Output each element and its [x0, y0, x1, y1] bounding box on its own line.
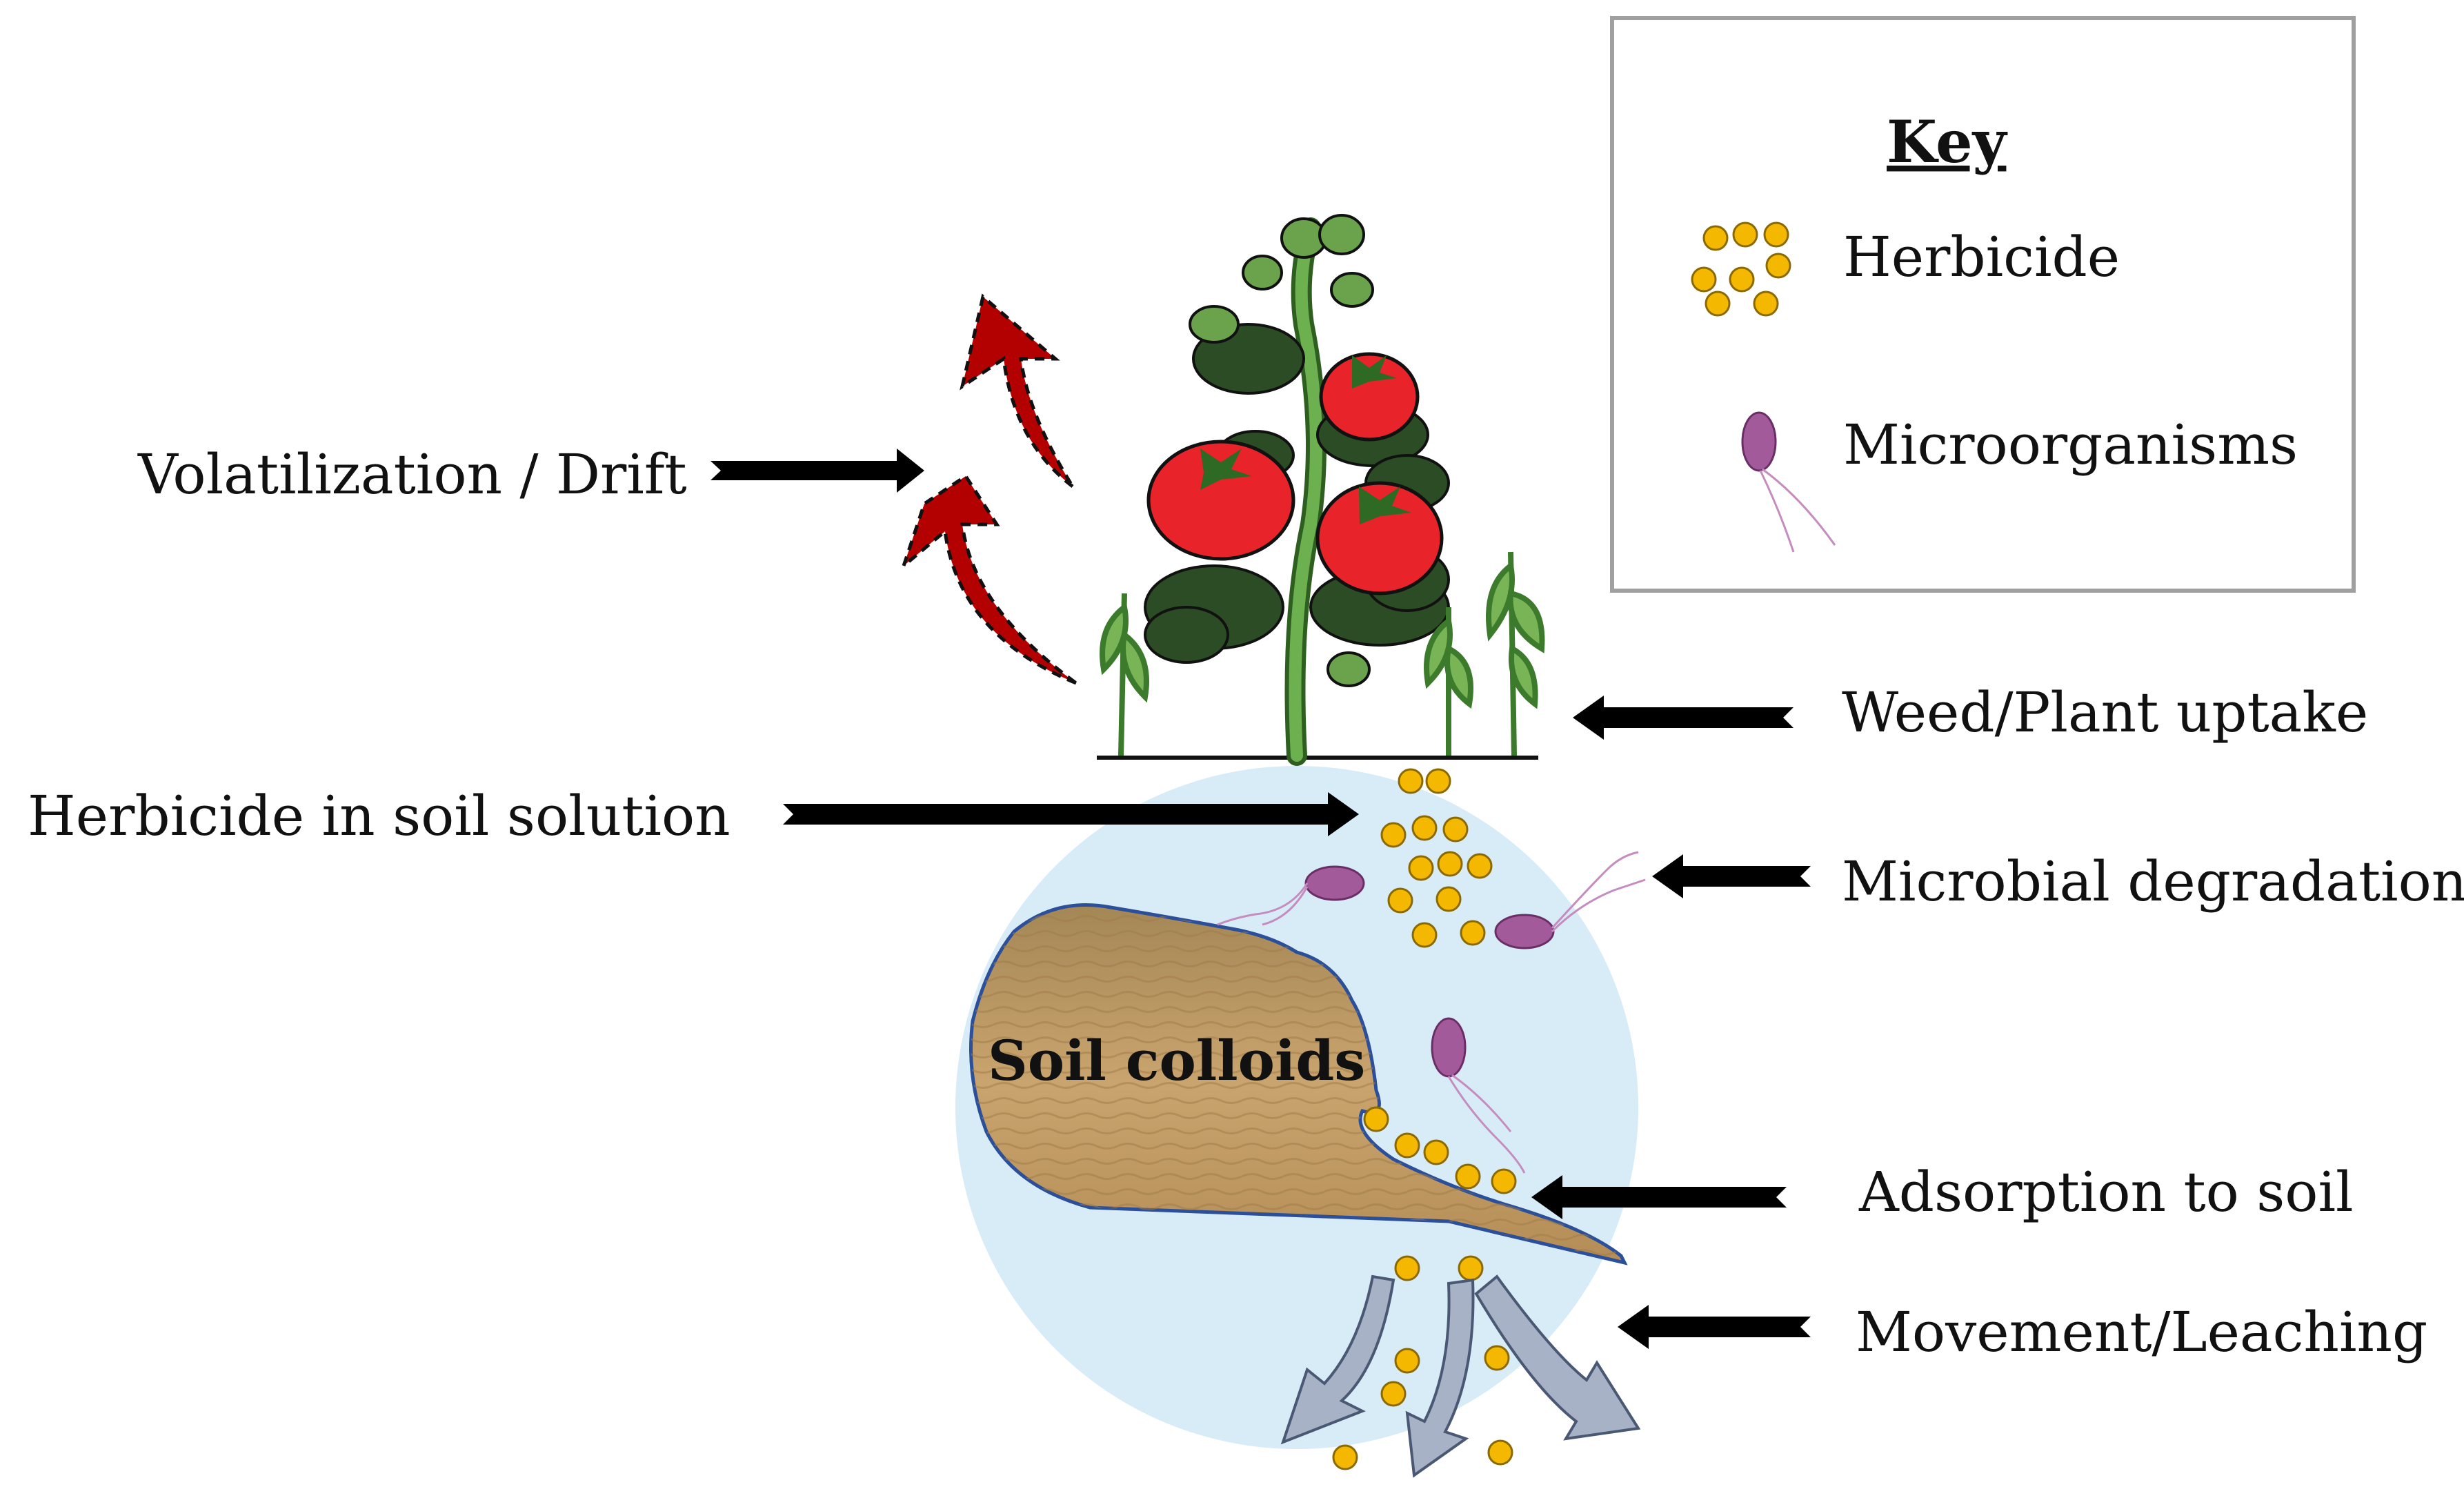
key-herbicide-icon	[1691, 221, 1791, 317]
herbicide-dots-adsorbed	[1363, 1106, 1517, 1194]
leaching-label: Movement/Leaching	[1856, 1300, 2427, 1364]
leaching-arrows	[1280, 1274, 1641, 1478]
key-microorganisms-label: Microorganisms	[1843, 413, 2298, 477]
weed-seedling-icon	[1100, 551, 1545, 756]
microorganism-icons	[1217, 851, 1646, 1174]
microbial-arrow	[1652, 854, 1811, 898]
leaching-pointer-arrow	[1618, 1305, 1811, 1349]
pointer-arrows	[711, 449, 1811, 1349]
weed-uptake-arrow	[1573, 696, 1794, 740]
herbicide-dots-solution	[1380, 768, 1493, 948]
volatilization-arrow	[711, 449, 924, 493]
tomato-plant-icon	[1097, 214, 1538, 766]
herbicide-solution-arrow	[783, 792, 1359, 836]
soil-colloid: Soil colloids	[969, 903, 1628, 1265]
weed-uptake-label: Weed/Plant uptake	[1842, 680, 2368, 745]
microbial-label: Microbial degradation	[1842, 849, 2464, 914]
key-title: Key	[1887, 108, 2008, 176]
volatilization-label: Volatilization / Drift	[137, 442, 687, 506]
drift-arrows	[900, 293, 1077, 685]
adsorption-arrow	[1531, 1175, 1787, 1219]
key-microorganism-icon	[1741, 411, 1836, 553]
key-legend: Key Herbicide Microorganisms	[1610, 16, 2356, 593]
key-herbicide-label: Herbicide	[1843, 225, 2120, 289]
herbicide-solution-label: Herbicide in soil solution	[28, 784, 731, 848]
soil-colloids-label: Soil colloids	[988, 1028, 1365, 1093]
adsorption-label: Adsorption to soil	[1858, 1160, 2354, 1224]
